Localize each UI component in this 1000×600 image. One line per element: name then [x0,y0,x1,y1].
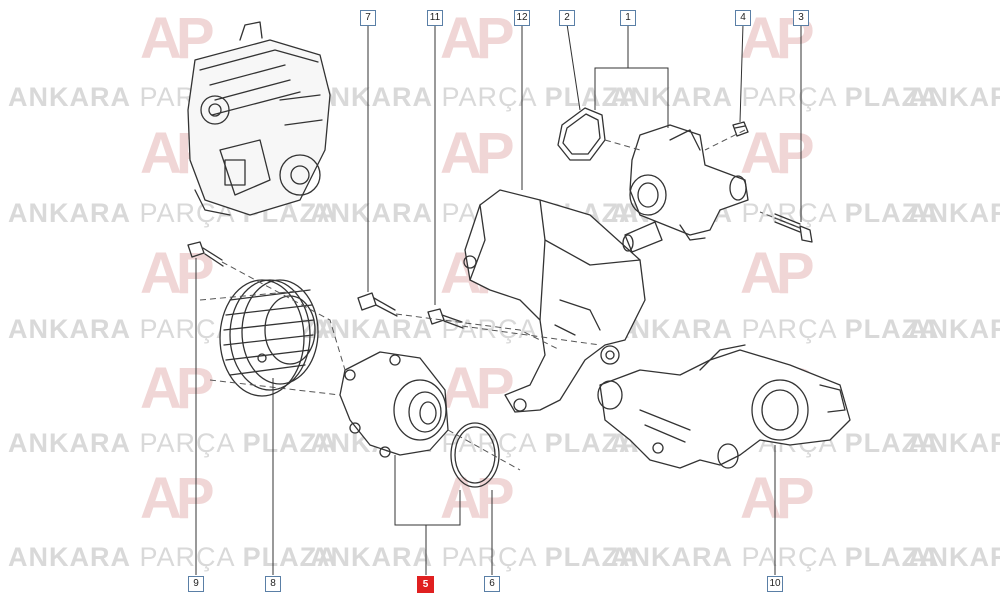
bracket-12 [463,189,646,413]
pulley-8 [219,279,319,397]
callout-5-selected[interactable]: 5 [417,576,434,593]
callout-8[interactable]: 8 [265,576,281,592]
watermark-text: ANKARA [908,82,1000,112]
callout-9[interactable]: 9 [188,576,204,592]
callout-11[interactable]: 11 [427,10,443,26]
bolt-3 [774,213,813,243]
callout-3[interactable]: 3 [793,10,809,26]
thermostat-housing-1 [622,124,749,253]
watermark-logo: AP [740,121,815,186]
outlet-housing-10 [597,344,851,469]
callout-12[interactable]: 12 [514,10,530,26]
watermark-logo: AP [140,241,215,306]
watermark-text: ANKARA PARÇA PLAZA [610,82,940,112]
watermark-text: ANKARA [908,542,1000,572]
watermark-text: ANKARA PARÇA PLAZA [310,82,640,112]
bolt-7 [357,292,398,317]
watermark-logo: AP [440,466,515,531]
bolt-9 [187,241,224,267]
watermark-logo: AP [440,6,515,71]
watermark-text: ANKARA [908,428,1000,458]
o-ring-6 [450,422,500,488]
watermark-text: ANKARA PARÇA PLAZA [8,542,338,572]
watermark-logo: AP [140,356,215,421]
watermark-logo: AP [740,466,815,531]
watermark-logo: AP [440,121,515,186]
gasket-2 [557,107,606,161]
watermark-text: ANKARA [908,314,1000,344]
engine-illustration [187,21,331,216]
callout-6[interactable]: 6 [484,576,500,592]
callout-1[interactable]: 1 [620,10,636,26]
watermark-text: ANKARA PARÇA PLAZA [8,428,338,458]
watermark-text: ANKARA PARÇA PLAZA [610,542,940,572]
watermark-text: ANKARA [908,198,1000,228]
watermark-logo: AP [440,356,515,421]
callout-7[interactable]: 7 [360,10,376,26]
watermark-logo: AP [140,466,215,531]
nut-4 [732,121,749,137]
callout-4[interactable]: 4 [735,10,751,26]
bolt-11 [427,308,464,329]
callout-10[interactable]: 10 [767,576,783,592]
water-pump-5 [339,351,449,458]
watermark-text: ANKARA PARÇA PLAZA [8,198,338,228]
callout-2[interactable]: 2 [559,10,575,26]
watermark-logo: AP [740,241,815,306]
watermark-text: ANKARA PARÇA PLAZA [310,542,640,572]
